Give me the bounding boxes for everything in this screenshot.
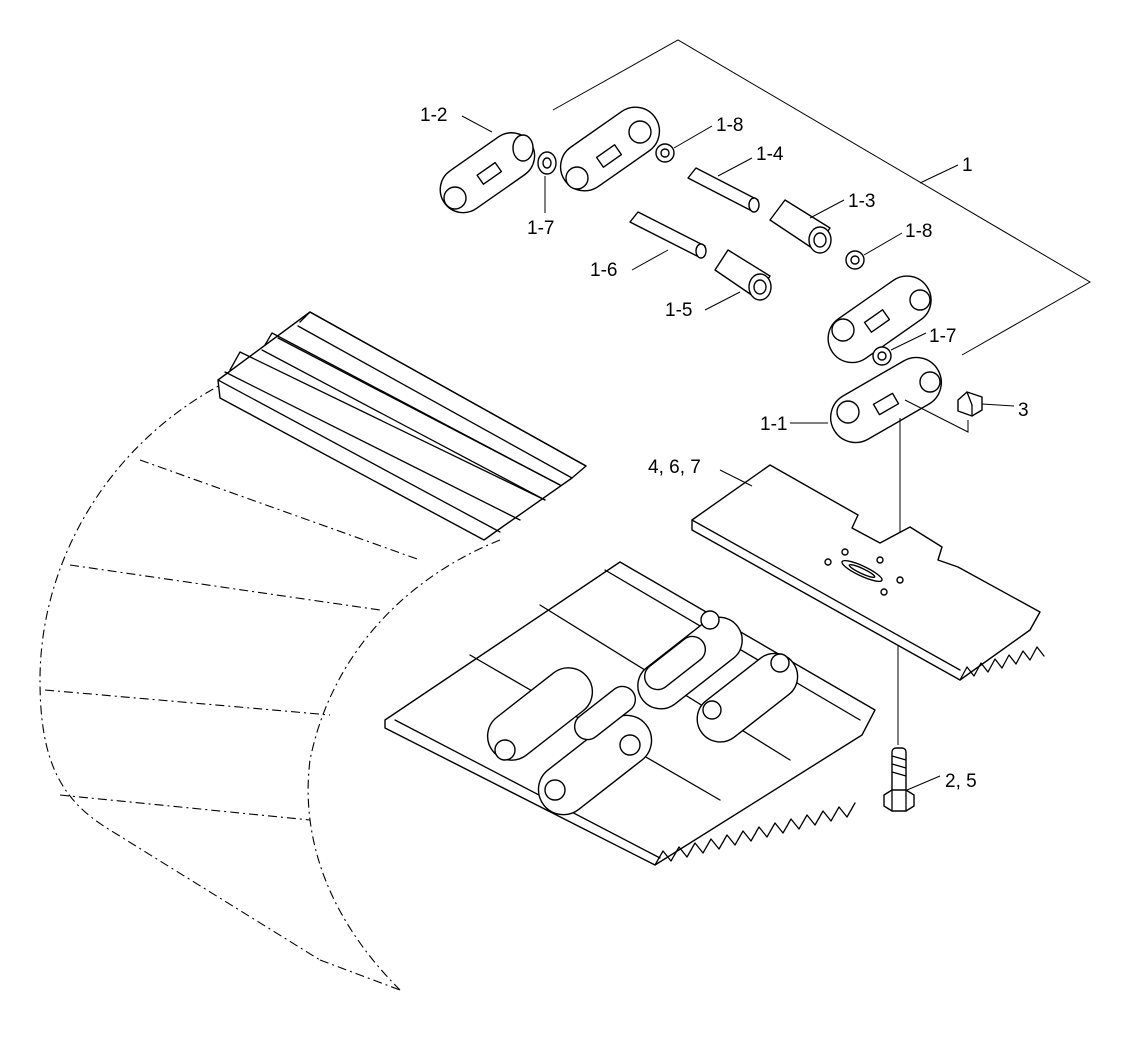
leader-2-5 [906,775,941,791]
label-1-3: 1-3 [848,191,875,212]
link-right-upper [827,275,932,364]
assembled-chain-links [486,610,799,816]
track-belt-outline [39,379,501,991]
leader-1-8-right [863,232,903,256]
pin-1-4 [687,167,760,213]
leader-3-bracket [904,399,969,433]
link-1-1 [829,356,943,444]
seal-1-7-right [872,346,892,366]
pin-1-6 [629,211,707,259]
seal-1-8-right [845,250,865,270]
upper-track-shoe [217,311,587,541]
label-1-2: 1-2 [420,105,447,126]
lower-track-shoes [384,561,876,866]
label-1-7-top: 1-7 [527,218,554,239]
leader-1-8-top [673,125,713,149]
leader-1-2 [461,115,493,133]
label-1-7-right: 1-7 [929,326,956,347]
shoe-4-6-7 [691,464,1045,681]
assembly-bracket [552,39,1091,356]
seal-1-8-top [655,143,675,163]
link-top-second [559,106,661,192]
leader-1-4 [717,157,753,177]
link-1-2 [439,132,536,214]
bushing-1-3 [769,199,832,254]
label-1-6: 1-6 [590,260,617,281]
leader-1-3 [809,199,845,219]
label-1-1: 1-1 [760,414,787,435]
nut-3 [957,391,983,417]
label-3: 3 [1018,400,1029,421]
label-1-5: 1-5 [665,300,692,321]
leader-3 [981,403,1015,407]
leader-4-6-7 [719,469,753,487]
label-1-8-top: 1-8 [716,115,743,136]
bolt-2-5 [883,747,915,812]
leader-1-5 [704,291,741,311]
label-1-4: 1-4 [756,144,784,165]
label-4-6-7: 4, 6, 7 [648,457,701,478]
label-1-8-right: 1-8 [905,221,932,242]
leader-1-6 [631,249,669,271]
bushing-1-5 [714,249,772,301]
seal-1-7-top [537,151,557,175]
label-1: 1 [962,155,973,176]
leader-1-7-right [890,332,927,351]
label-2-5: 2, 5 [945,771,977,792]
